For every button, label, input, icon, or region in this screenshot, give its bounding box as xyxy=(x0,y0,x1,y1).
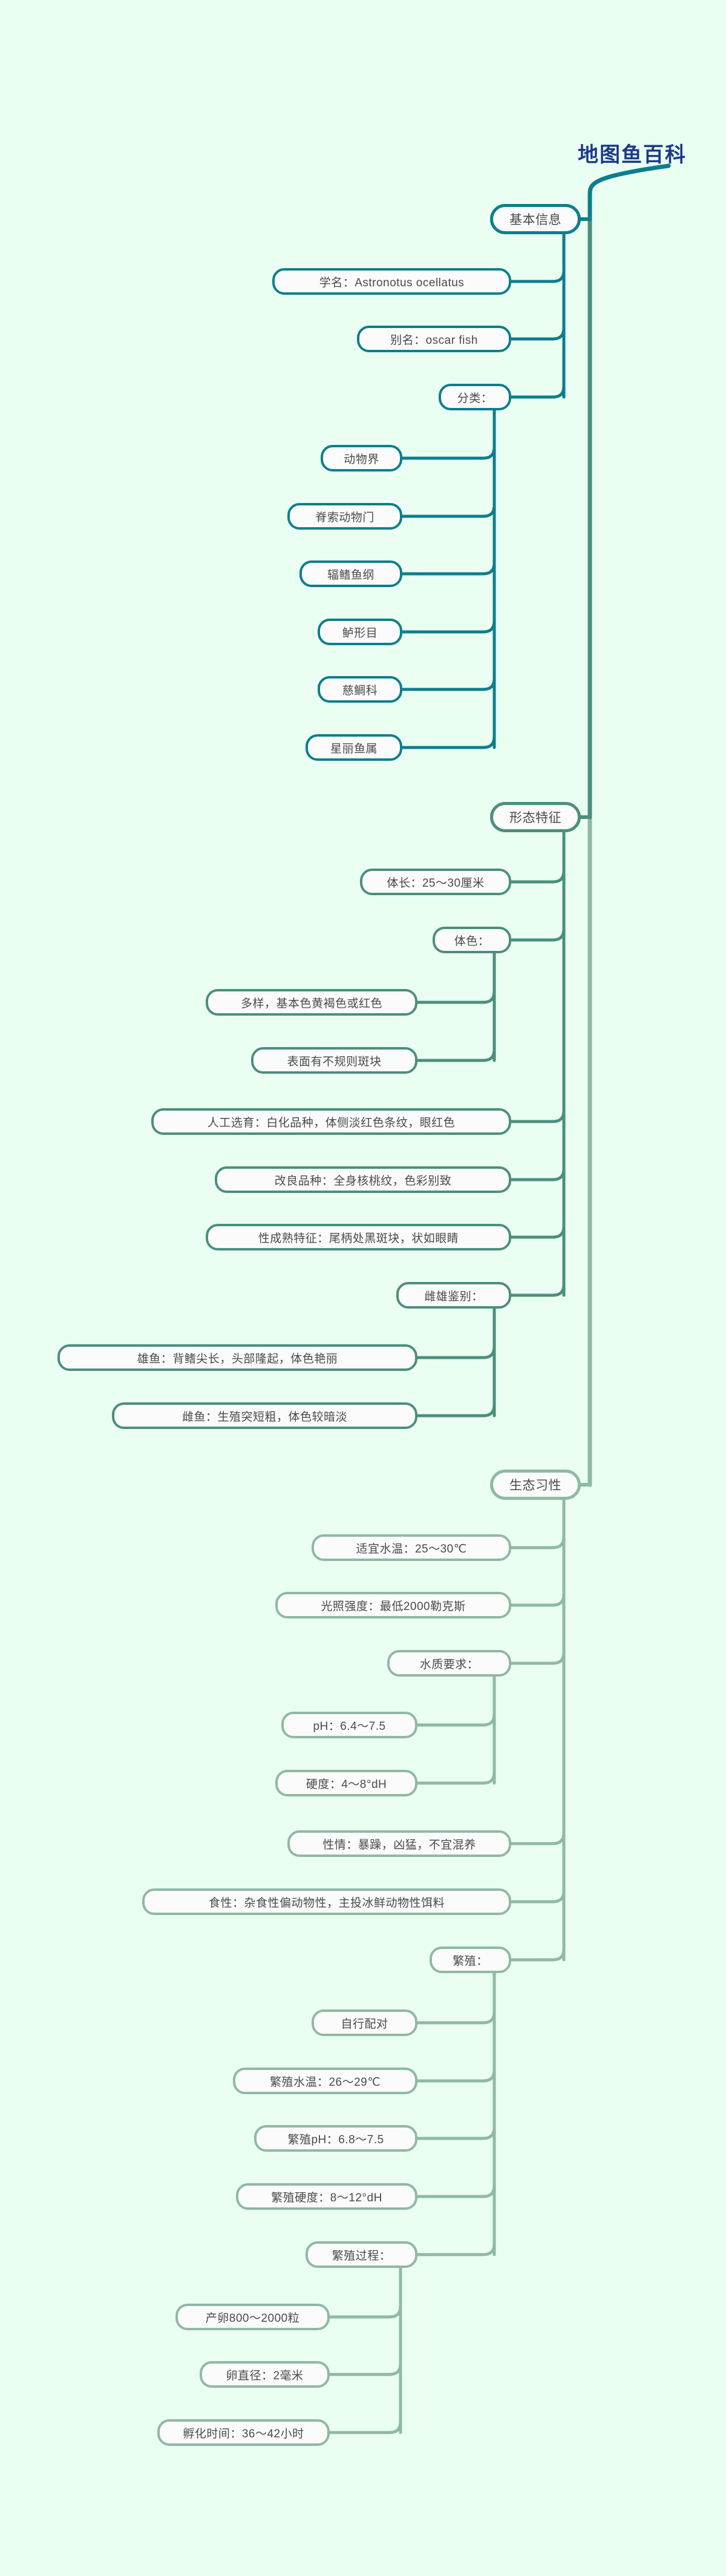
topic-node[interactable]: 体色： xyxy=(433,927,511,953)
connector xyxy=(509,1651,566,1665)
subtopic-node[interactable]: 星丽鱼属 xyxy=(306,734,402,761)
subtopic-node[interactable]: 硬度：4～8°dH xyxy=(275,1770,417,1796)
connector xyxy=(416,1403,496,1418)
subtopic-node[interactable]: 繁殖硬度：8～12°dH xyxy=(236,2183,417,2210)
subtopic-node[interactable]: 雄鱼：背鳍尖长，头部隆起，体色艳丽 xyxy=(57,1344,417,1371)
topic-node[interactable]: 适宜水温：25～30℃ xyxy=(312,1534,511,1561)
connector xyxy=(416,990,496,1004)
connector xyxy=(416,2010,496,2025)
connector xyxy=(509,326,566,341)
connector xyxy=(416,2126,496,2140)
connector xyxy=(328,2362,402,2376)
subtopic-node[interactable]: 辐鳍鱼纲 xyxy=(299,560,402,587)
connector xyxy=(509,384,566,399)
page-title: 地图鱼百科 xyxy=(578,143,687,166)
topic-node[interactable]: 性成熟特征：尾柄处黑斑块，状如眼睛 xyxy=(206,1224,511,1250)
topic-node[interactable]: 水质要求： xyxy=(387,1650,511,1677)
connector xyxy=(416,2184,496,2198)
subtopic-node[interactable]: 自行配对 xyxy=(312,2009,417,2036)
connector xyxy=(416,2068,496,2083)
connector xyxy=(401,561,496,576)
topic-node[interactable]: 性情：暴躁，凶猛，不宜混养 xyxy=(287,1830,511,1857)
connector xyxy=(401,504,496,518)
connector xyxy=(509,1283,566,1297)
subtopic-node[interactable]: 慈鲷科 xyxy=(318,676,402,703)
connector xyxy=(509,1109,566,1123)
connector xyxy=(416,1712,496,1727)
subtopic-node[interactable]: 雌鱼：生殖突短粗，体色较暗淡 xyxy=(112,1402,417,1429)
subtopic-node[interactable]: 表面有不规则斑块 xyxy=(251,1047,417,1074)
connector xyxy=(401,619,496,634)
connector xyxy=(328,2304,402,2319)
subtopic-node[interactable]: 动物界 xyxy=(321,445,402,472)
topic-node[interactable]: 繁殖： xyxy=(430,1947,511,1973)
topic-node[interactable]: 食性：杂食性偏动物性，主投冰鲜动物性饵料 xyxy=(142,1888,511,1915)
connector xyxy=(416,1048,496,1062)
connector xyxy=(416,1345,496,1359)
leaf-node[interactable]: 孵化时间：36～42小时 xyxy=(157,2419,330,2446)
connector xyxy=(416,1770,496,1785)
branch-node[interactable]: 形态特征 xyxy=(490,802,581,832)
subtopic-node[interactable]: 脊索动物门 xyxy=(287,503,402,530)
subtopic-node[interactable]: pH：6.4～7.5 xyxy=(281,1712,417,1738)
subtopic-node[interactable]: 鲈形目 xyxy=(318,619,402,645)
topic-node[interactable]: 雌雄鉴别： xyxy=(396,1282,511,1309)
topic-node[interactable]: 体长：25～30厘米 xyxy=(360,869,511,895)
connector xyxy=(509,869,566,884)
topic-node[interactable]: 光照强度：最低2000勒克斯 xyxy=(275,1592,511,1618)
leaf-node[interactable]: 卵直径：2毫米 xyxy=(200,2361,330,2388)
connector xyxy=(587,163,671,1487)
connector xyxy=(509,1947,566,1962)
topic-node[interactable]: 学名：Astronotus ocellatus xyxy=(272,268,511,295)
leaf-node[interactable]: 产卵800～2000粒 xyxy=(175,2304,330,2330)
connector xyxy=(328,2420,402,2434)
branch-node[interactable]: 基本信息 xyxy=(490,204,581,234)
connector xyxy=(509,269,566,283)
topic-node[interactable]: 分类： xyxy=(439,384,511,410)
connector xyxy=(416,2242,496,2256)
connector xyxy=(509,1167,566,1181)
topic-node[interactable]: 人工选育：白化品种，体侧淡红色条纹，眼红色 xyxy=(151,1108,511,1135)
connector xyxy=(509,1224,566,1239)
topic-node[interactable]: 别名：oscar fish xyxy=(357,326,511,352)
connector xyxy=(509,1592,566,1607)
subtopic-node[interactable]: 多样，基本色黄褐色或红色 xyxy=(206,989,417,1016)
subtopic-node[interactable]: 繁殖水温：26～29℃ xyxy=(233,2068,417,2094)
connector xyxy=(509,1535,566,1549)
connector xyxy=(509,1831,566,1845)
subtopic-node[interactable]: 繁殖过程： xyxy=(306,2241,417,2268)
connector xyxy=(401,445,496,460)
branch-node[interactable]: 生态习性 xyxy=(490,1470,581,1500)
connector xyxy=(401,677,496,691)
connector xyxy=(509,927,566,942)
subtopic-node[interactable]: 繁殖pH：6.8～7.5 xyxy=(254,2125,417,2152)
connector xyxy=(401,735,496,749)
topic-node[interactable]: 改良品种：全身核桃纹，色彩别致 xyxy=(215,1166,511,1193)
connector xyxy=(509,1889,566,1904)
